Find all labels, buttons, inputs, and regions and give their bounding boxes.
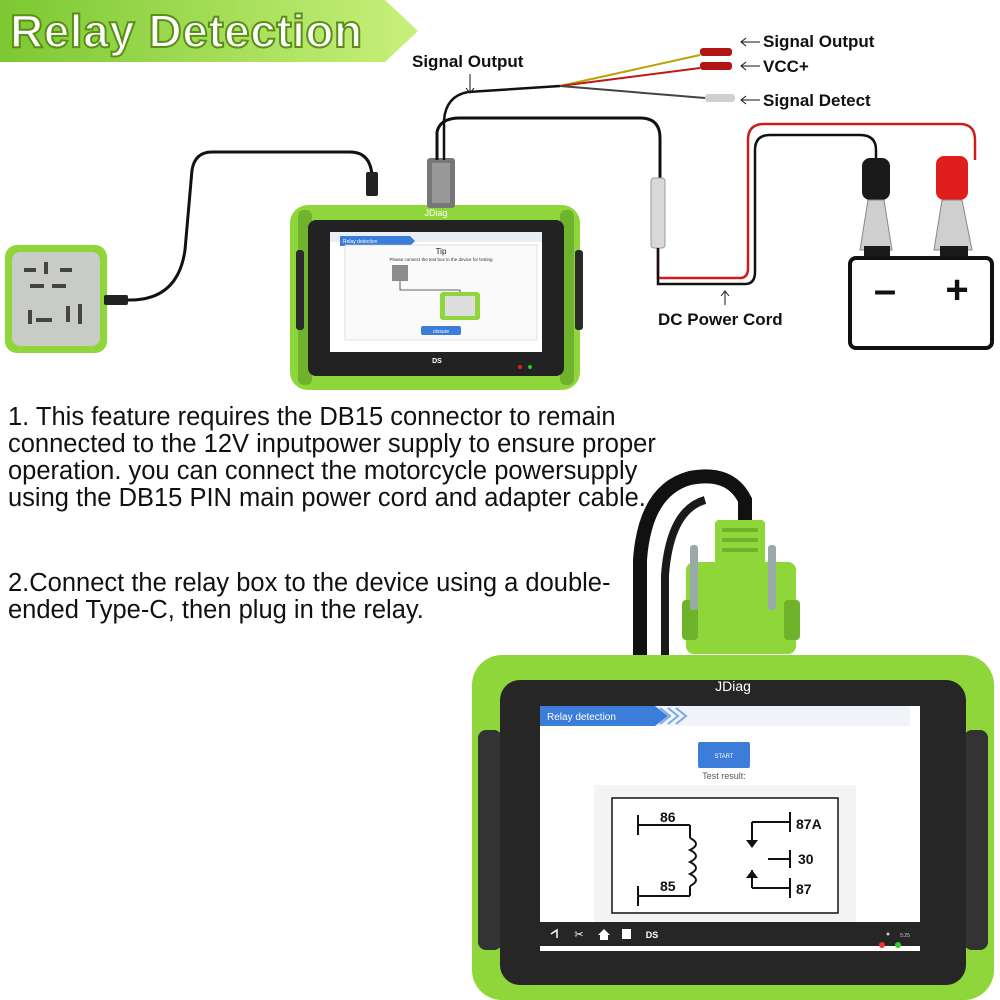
scissors-icon[interactable]: ✂ bbox=[574, 929, 583, 941]
small-device-tab: Relay detection bbox=[343, 239, 378, 245]
typec-plug-icon bbox=[366, 172, 378, 196]
pin-86: 86 bbox=[660, 809, 676, 825]
battery-icon: – + bbox=[848, 256, 994, 350]
small-device-logo: DS bbox=[432, 358, 442, 365]
recent-apps-icon[interactable] bbox=[622, 929, 631, 939]
test-result-label: Test result: bbox=[702, 771, 746, 781]
small-device-tip-title: Tip bbox=[436, 247, 447, 256]
battery-plus: + bbox=[945, 268, 968, 312]
relay-box bbox=[5, 245, 107, 353]
battery-minus: – bbox=[874, 268, 896, 312]
small-device bbox=[290, 205, 583, 390]
label-signal-detect: Signal Detect bbox=[763, 91, 871, 110]
pin-87a: 87A bbox=[796, 816, 822, 832]
big-device-time: 5:25 bbox=[900, 933, 910, 939]
lead-tip-icon bbox=[700, 62, 732, 70]
db15-connector-icon bbox=[682, 520, 800, 654]
page-title: Relay Detection bbox=[9, 4, 363, 58]
instruction-2: 2.Connect the relay box to the device us… bbox=[8, 569, 611, 624]
pin-85: 85 bbox=[660, 878, 676, 894]
big-device-tab-label: Relay detection bbox=[547, 712, 616, 723]
big-device-brand: JDiag bbox=[715, 678, 751, 694]
lead-tip-icon bbox=[705, 94, 735, 102]
small-device-text: JDiag Relay detection Tip Please connect… bbox=[343, 208, 493, 365]
start-button[interactable] bbox=[698, 742, 750, 768]
label-dc-power-cord: DC Power Cord bbox=[658, 310, 783, 329]
label-signal-output: Signal Output bbox=[763, 32, 875, 51]
label-vcc: VCC+ bbox=[763, 57, 809, 76]
home-icon[interactable] bbox=[598, 929, 610, 940]
small-device-brand: JDiag bbox=[424, 208, 447, 218]
small-device-closure-button[interactable]: closure bbox=[433, 329, 449, 335]
typec-plug-icon bbox=[104, 295, 128, 305]
relay-schematic bbox=[637, 812, 791, 906]
start-button-label: START bbox=[714, 754, 733, 760]
title-banner bbox=[0, 0, 418, 62]
pin-30: 30 bbox=[798, 851, 814, 867]
back-icon[interactable] bbox=[550, 928, 558, 938]
pin-87: 87 bbox=[796, 881, 812, 897]
small-device-tip-text: Please connect the test box to the devic… bbox=[389, 257, 493, 262]
wiring-diagram: – + bbox=[5, 37, 994, 390]
big-device-logo: DS bbox=[646, 930, 659, 940]
label-signal-output-top: Signal Output bbox=[412, 52, 524, 71]
instruction-1: 1. This feature requires the DB15 connec… bbox=[8, 403, 656, 512]
lead-tip-icon bbox=[700, 48, 732, 56]
